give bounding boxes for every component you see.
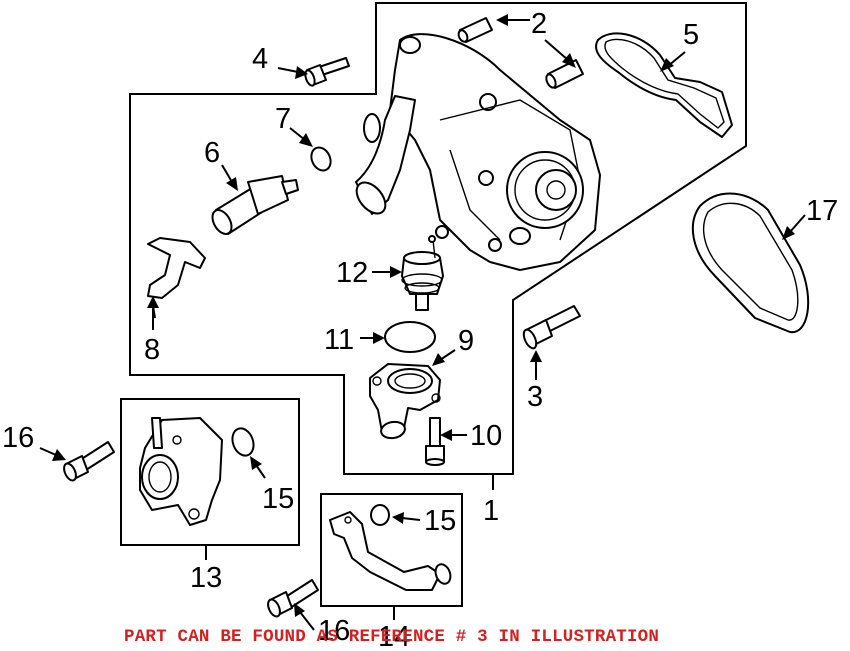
thermostat-housing-part <box>369 363 441 440</box>
callout-16-left: 16 <box>2 422 34 454</box>
bolt-part-16-bottom <box>267 579 319 618</box>
oring-part-11 <box>384 321 436 353</box>
callout-15-upper: 15 <box>262 483 294 515</box>
callout-9: 9 <box>458 325 474 357</box>
callout-12: 12 <box>336 257 368 289</box>
callout-13: 13 <box>190 562 222 594</box>
bolt-part-16-left <box>63 441 115 482</box>
callout-8: 8 <box>144 334 160 366</box>
oring-part-15-lower <box>370 504 390 526</box>
callout-15-lower: 15 <box>424 505 456 537</box>
callout-7: 7 <box>275 103 291 135</box>
callout-16-bottom: 16 <box>318 615 350 647</box>
oring-part-7 <box>310 146 332 172</box>
callout-5: 5 <box>683 19 699 51</box>
bolt-part-4 <box>304 57 350 87</box>
callout-3: 3 <box>527 381 543 413</box>
coolant-pipe-part <box>329 511 452 591</box>
oring-part-15-upper <box>231 427 255 457</box>
callout-4: 4 <box>252 43 268 75</box>
timing-belt-part <box>691 192 810 334</box>
callout-10: 10 <box>470 420 502 452</box>
coolant-flange-part <box>139 417 223 526</box>
sleeve-part-upper <box>457 17 493 43</box>
sensor-part <box>211 175 299 235</box>
callout-14: 14 <box>378 621 410 651</box>
reference-note: PART CAN BE FOUND AS REFERENCE # 3 IN IL… <box>124 627 659 647</box>
callout-17: 17 <box>806 195 838 227</box>
kit-box-14 <box>320 493 463 607</box>
gasket-part <box>595 32 733 138</box>
bracket-part <box>147 237 206 299</box>
leader-arrows <box>39 14 806 631</box>
callout-1: 1 <box>483 495 499 527</box>
bolt-part-3 <box>522 305 581 350</box>
kit-box-13 <box>120 398 300 546</box>
sleeve-part-lower <box>545 59 584 89</box>
bolt-part-10 <box>425 417 445 466</box>
water-pump-housing <box>355 33 601 271</box>
callout-11: 11 <box>324 324 354 356</box>
callout-6: 6 <box>204 137 220 169</box>
callout-2: 2 <box>531 8 547 40</box>
assembly-outline <box>129 2 747 475</box>
thermostat-part <box>401 235 444 311</box>
